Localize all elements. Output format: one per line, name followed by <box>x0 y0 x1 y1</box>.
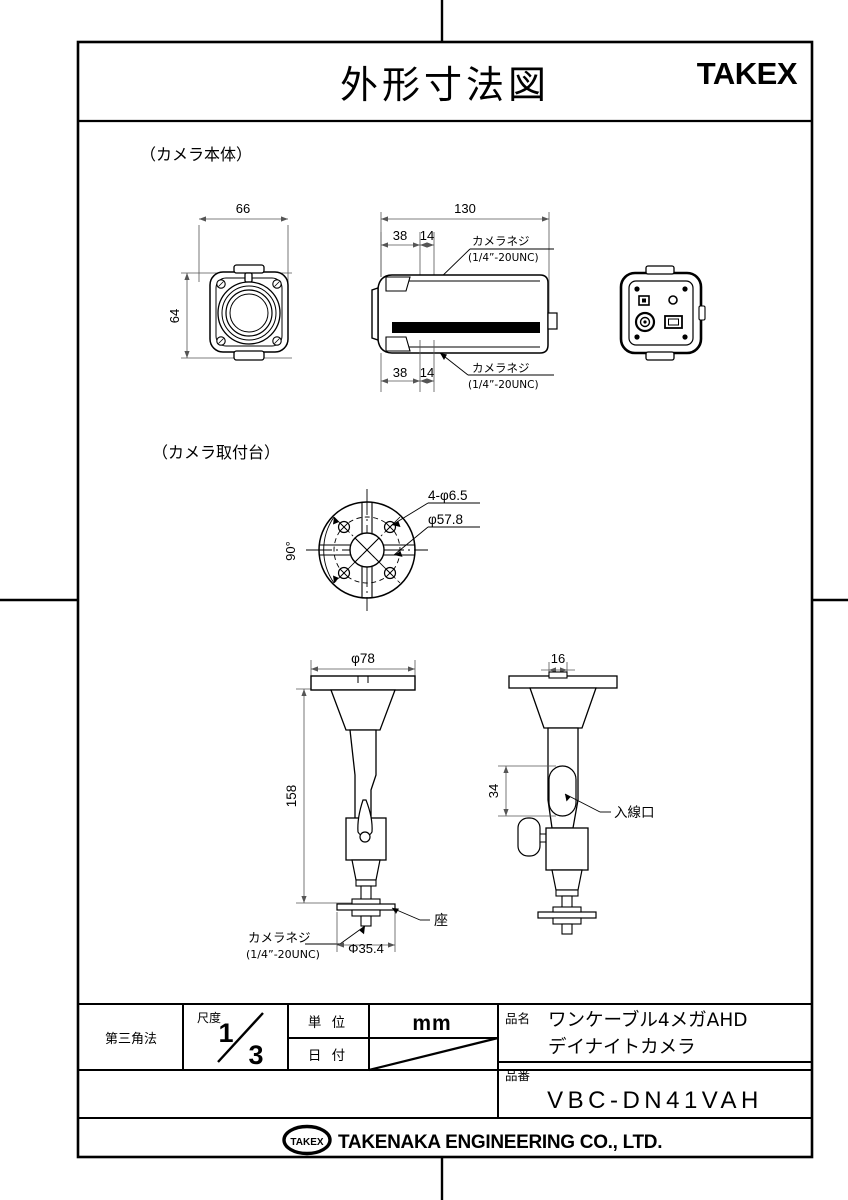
bottom-screw-leader <box>439 352 554 376</box>
dim-base-dia <box>336 912 396 952</box>
drawing-frame <box>76 40 814 1159</box>
seat-leader <box>391 907 430 921</box>
dim-label-base-dia: Φ35.4 <box>348 941 384 956</box>
product-name-label: 品名 <box>505 1011 530 1026</box>
mount-front-elevation: φ78 158 <box>246 651 448 961</box>
company-logo-text: TAKEX <box>290 1137 323 1148</box>
rear-port-round <box>668 295 678 305</box>
wire-entry-leader <box>564 793 611 813</box>
side-knob <box>517 817 541 857</box>
product-name-line1: ワンケーブル4メガAHD <box>548 1009 747 1031</box>
company-name: TAKENAKA ENGINEERING CO., LTD. <box>338 1132 662 1153</box>
projection-label: 第三角法 <box>105 1032 157 1047</box>
dim-bottom-38-14 <box>380 340 435 392</box>
bottom-screw-note-line1: カメラネジ <box>472 361 530 375</box>
dim-slot-34 <box>498 765 556 817</box>
dim-label-front-width: 66 <box>236 201 250 216</box>
product-name-line2: デイナイトカメラ <box>548 1037 696 1058</box>
rear-bnc-connector <box>634 311 656 333</box>
note-seat: 座 <box>434 913 448 929</box>
dim-label-bottom-b: 14 <box>420 365 434 380</box>
dim-label-top-a: 38 <box>393 228 407 243</box>
scale-slash <box>217 1012 264 1063</box>
title-block: 第三角法 尺度 1 3 単 位 mm 日 付 品名 ワンケーブル4メガAHD デ… <box>78 1003 812 1156</box>
camera-front-corner-screw-slots <box>218 281 280 344</box>
dim-width-66 <box>198 216 289 282</box>
dim-label-neck-width: 16 <box>551 651 565 666</box>
dim-label-bottom-a: 38 <box>393 365 407 380</box>
wire-entry-slot <box>548 765 577 817</box>
scale-label: 尺度 <box>197 1010 221 1025</box>
date-strike <box>368 1036 499 1072</box>
mount-screw-note-line1: カメラネジ <box>248 930 311 945</box>
part-number-value: VBC-DN41VAH <box>547 1087 763 1114</box>
rear-corner-dots <box>634 286 688 340</box>
plan-outer-circle <box>318 501 416 599</box>
note-wire-entry: 入線口 <box>614 805 655 821</box>
scale-numerator: 1 <box>218 1018 233 1048</box>
camera-front-view: 66 64 <box>167 201 292 361</box>
page-title: 外形寸法図 <box>340 63 550 107</box>
mount-camera-screw <box>360 915 372 927</box>
mount-cone <box>330 689 396 731</box>
scale-denominator: 3 <box>248 1040 263 1070</box>
section-label-camera-body: （カメラ本体） <box>140 145 252 164</box>
camera-side-body <box>371 274 558 354</box>
dim-label-front-height: 64 <box>167 309 182 323</box>
mount-upper-arm <box>349 729 377 831</box>
mount-side-elevation: 16 34 入線口 <box>486 651 655 935</box>
mount-seat-plate <box>336 903 396 911</box>
part-number-label: 品番 <box>505 1068 531 1083</box>
section-label-camera-mount: （カメラ取付台） <box>152 443 280 462</box>
takex-logo: TAKEX <box>697 56 798 91</box>
plan-angle-arc <box>323 516 339 584</box>
frame-border <box>76 40 814 1159</box>
mount-screw-leader <box>305 925 366 945</box>
plan-hole-leader <box>391 502 480 527</box>
company-logo-mark: TAKEX <box>282 1124 332 1156</box>
mount-plan-view: 90° 4-φ6.5 φ57.8 <box>283 488 480 611</box>
bottom-screw-note-line2: (1/4”-20UNC) <box>468 379 539 391</box>
note-hole-count: 4-φ6.5 <box>428 488 468 503</box>
dim-label-plan-angle: 90° <box>283 541 298 561</box>
side-cone <box>529 687 597 729</box>
plan-hole-centerlines <box>333 516 401 584</box>
camera-front-tabs <box>233 264 265 361</box>
dim-label-plate-dia: φ78 <box>351 651 375 666</box>
title-block-grid <box>78 1003 812 1119</box>
dim-label-mount-height: 158 <box>284 785 299 808</box>
camera-side-view: 130 38 14 カメラネジ (1/4”-20UNC) <box>371 201 558 392</box>
camera-front-lens <box>217 281 281 345</box>
side-seat-plate <box>537 911 597 919</box>
side-joint-block <box>545 827 589 871</box>
unit-value: mm <box>412 1012 451 1035</box>
date-label: 日 付 <box>308 1048 348 1064</box>
camera-rear-view <box>619 265 706 361</box>
note-bolt-circle: φ57.8 <box>428 512 463 527</box>
top-screw-note-line2: (1/4”-20UNC) <box>468 252 539 264</box>
dim-label-side-overall: 130 <box>454 201 476 216</box>
plan-boltcircle-leader <box>393 526 480 557</box>
mount-screw-note-line2: (1/4”-20UNC) <box>246 948 320 961</box>
unit-label: 単 位 <box>308 1015 348 1031</box>
top-screw-note-line1: カメラネジ <box>472 234 530 248</box>
mount-lever-pivot <box>359 831 371 843</box>
dim-label-top-b: 14 <box>420 228 434 243</box>
camera-side-black-band <box>392 322 540 333</box>
dim-label-slot-height: 34 <box>486 784 501 798</box>
mount-ceiling-plate <box>310 675 416 691</box>
